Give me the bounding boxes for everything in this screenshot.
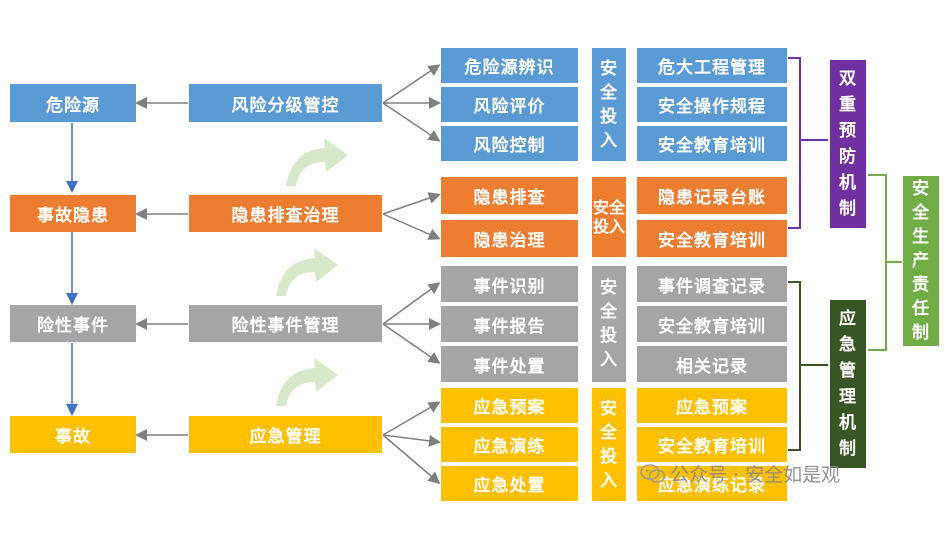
item-hazard-treatment: 隐患治理 <box>441 220 578 257</box>
invest-block-2: 安全投入 <box>592 177 626 257</box>
node-hazard-source: 危险源 <box>10 84 136 122</box>
dual-prevention-mechanism: 双重预防机制 <box>830 60 866 228</box>
item-related-records: 相关记录 <box>637 346 787 382</box>
item-emergency-plan: 应急预案 <box>441 388 578 423</box>
emergency-mechanism-label: 应急管理机制 <box>839 309 856 459</box>
item-safety-training-3: 安全教育培训 <box>637 306 787 342</box>
invest-block-3: 安全投入 <box>592 266 626 382</box>
invest-label-4: 安全投入 <box>600 398 617 491</box>
node-hazard-governance: 隐患排查治理 <box>189 195 382 232</box>
item-safe-operating-rules: 安全操作规程 <box>637 87 787 122</box>
responsibility-system: 安全生产责任制 <box>903 176 939 346</box>
item-safety-training-4: 安全教育培训 <box>637 427 787 462</box>
emergency-mechanism: 应急管理机制 <box>830 300 866 468</box>
item-event-identification: 事件识别 <box>441 266 578 302</box>
node-risk-control: 风险分级管控 <box>189 84 382 122</box>
node-accident-hazard: 事故隐患 <box>10 195 136 232</box>
item-event-disposal: 事件处置 <box>441 346 578 382</box>
item-major-project-mgmt: 危大工程管理 <box>637 48 787 83</box>
item-hazard-inspection: 隐患排查 <box>441 177 578 214</box>
item-safety-training-1: 安全教育培训 <box>637 126 787 161</box>
node-dangerous-event: 险性事件 <box>10 305 136 342</box>
item-emergency-drill: 应急演练 <box>441 427 578 462</box>
purple-bracket <box>788 57 828 229</box>
invest-label-2: 安全投入 <box>592 198 625 236</box>
invest-label-1: 安全投入 <box>600 58 617 151</box>
item-emergency-plan-right: 应急预案 <box>637 388 787 423</box>
item-event-investigation: 事件调查记录 <box>637 266 787 302</box>
invest-block-1: 安全投入 <box>592 48 626 161</box>
invest-block-4: 安全投入 <box>592 388 626 501</box>
lightgreen-bracket <box>868 174 902 351</box>
invest-label-3: 安全投入 <box>600 278 617 370</box>
item-safety-training-2: 安全教育培训 <box>637 220 787 257</box>
node-emergency-management: 应急管理 <box>189 416 382 453</box>
wechat-icon <box>640 463 666 483</box>
item-hazard-identification: 危险源辨识 <box>441 48 578 83</box>
item-risk-control: 风险控制 <box>441 126 578 161</box>
item-event-report: 事件报告 <box>441 306 578 342</box>
item-hazard-ledger: 隐患记录台账 <box>637 177 787 214</box>
responsibility-label: 安全生产责任制 <box>912 179 929 343</box>
item-risk-evaluation: 风险评价 <box>441 87 578 122</box>
curved-arrows <box>276 138 348 406</box>
watermark-text: 公众号 · 安全如是观 <box>670 464 841 486</box>
node-accident: 事故 <box>10 416 136 453</box>
dual-prevention-label: 双重预防机制 <box>839 69 856 219</box>
watermark: 公众号 · 安全如是观 <box>640 460 840 487</box>
item-emergency-response: 应急处置 <box>441 466 578 501</box>
green-bracket <box>788 281 828 451</box>
node-event-management: 险性事件管理 <box>189 305 382 342</box>
